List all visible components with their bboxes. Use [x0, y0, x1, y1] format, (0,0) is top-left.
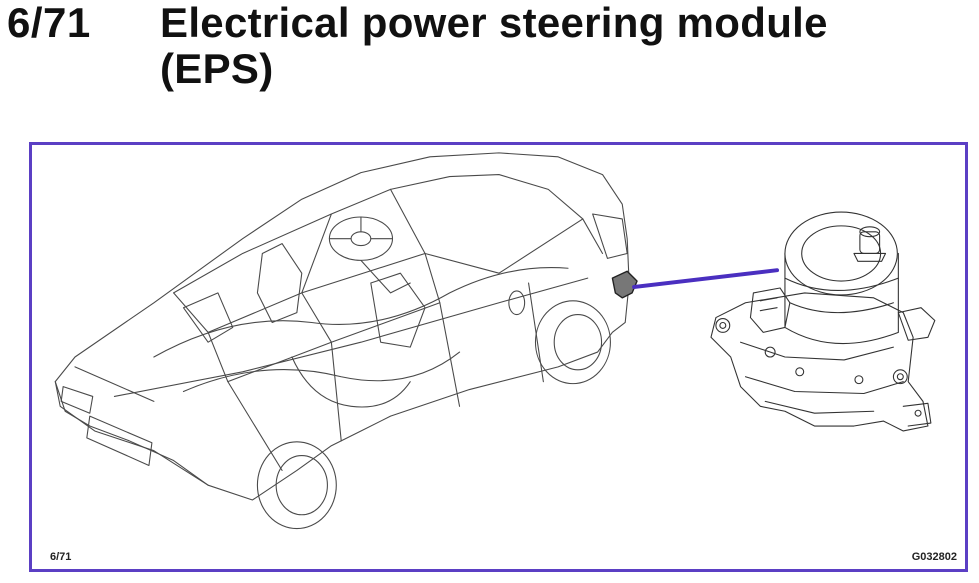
car-side-window — [301, 252, 441, 343]
page-title-line-2: (EPS) — [160, 45, 274, 92]
figure-caption-image-id: G032802 — [911, 551, 957, 563]
eps-right-connector — [897, 307, 936, 341]
page-title-line-1: Electrical power steering module — [160, 0, 828, 46]
diagram-illustration — [54, 152, 936, 530]
section-number: 6/71 — [7, 0, 91, 46]
car-headlight — [592, 213, 628, 259]
eps-module-illustration — [710, 211, 936, 432]
page-title: Electrical power steering module (EPS) — [160, 0, 960, 92]
car-windshield — [389, 188, 584, 274]
car-side-mirror — [508, 290, 526, 316]
eps-side-connector — [749, 287, 791, 333]
figure-caption-page-ref: 6/71 — [50, 551, 72, 563]
car-rear-bumper — [54, 366, 209, 486]
car-door-line — [330, 282, 544, 442]
eps-motor-top — [784, 211, 898, 296]
car-rear-window — [173, 213, 332, 333]
car-roofline — [173, 174, 604, 294]
eps-motor-housing — [784, 252, 899, 345]
car-body-outline — [54, 152, 630, 501]
page-header: 6/71 Electrical power steering module (E… — [0, 0, 979, 130]
leader-line — [632, 268, 780, 289]
diagram-frame: 6/71 G032802 — [29, 142, 968, 572]
eps-location-marker — [611, 270, 638, 299]
eps-bolt — [715, 318, 731, 333]
car-front-wheel — [534, 300, 611, 385]
eps-mounting-bracket — [710, 292, 929, 432]
car-rear-wheel — [256, 441, 337, 530]
car-seat — [256, 243, 303, 324]
car-illustration — [54, 152, 638, 530]
car-license-plate — [86, 415, 153, 467]
